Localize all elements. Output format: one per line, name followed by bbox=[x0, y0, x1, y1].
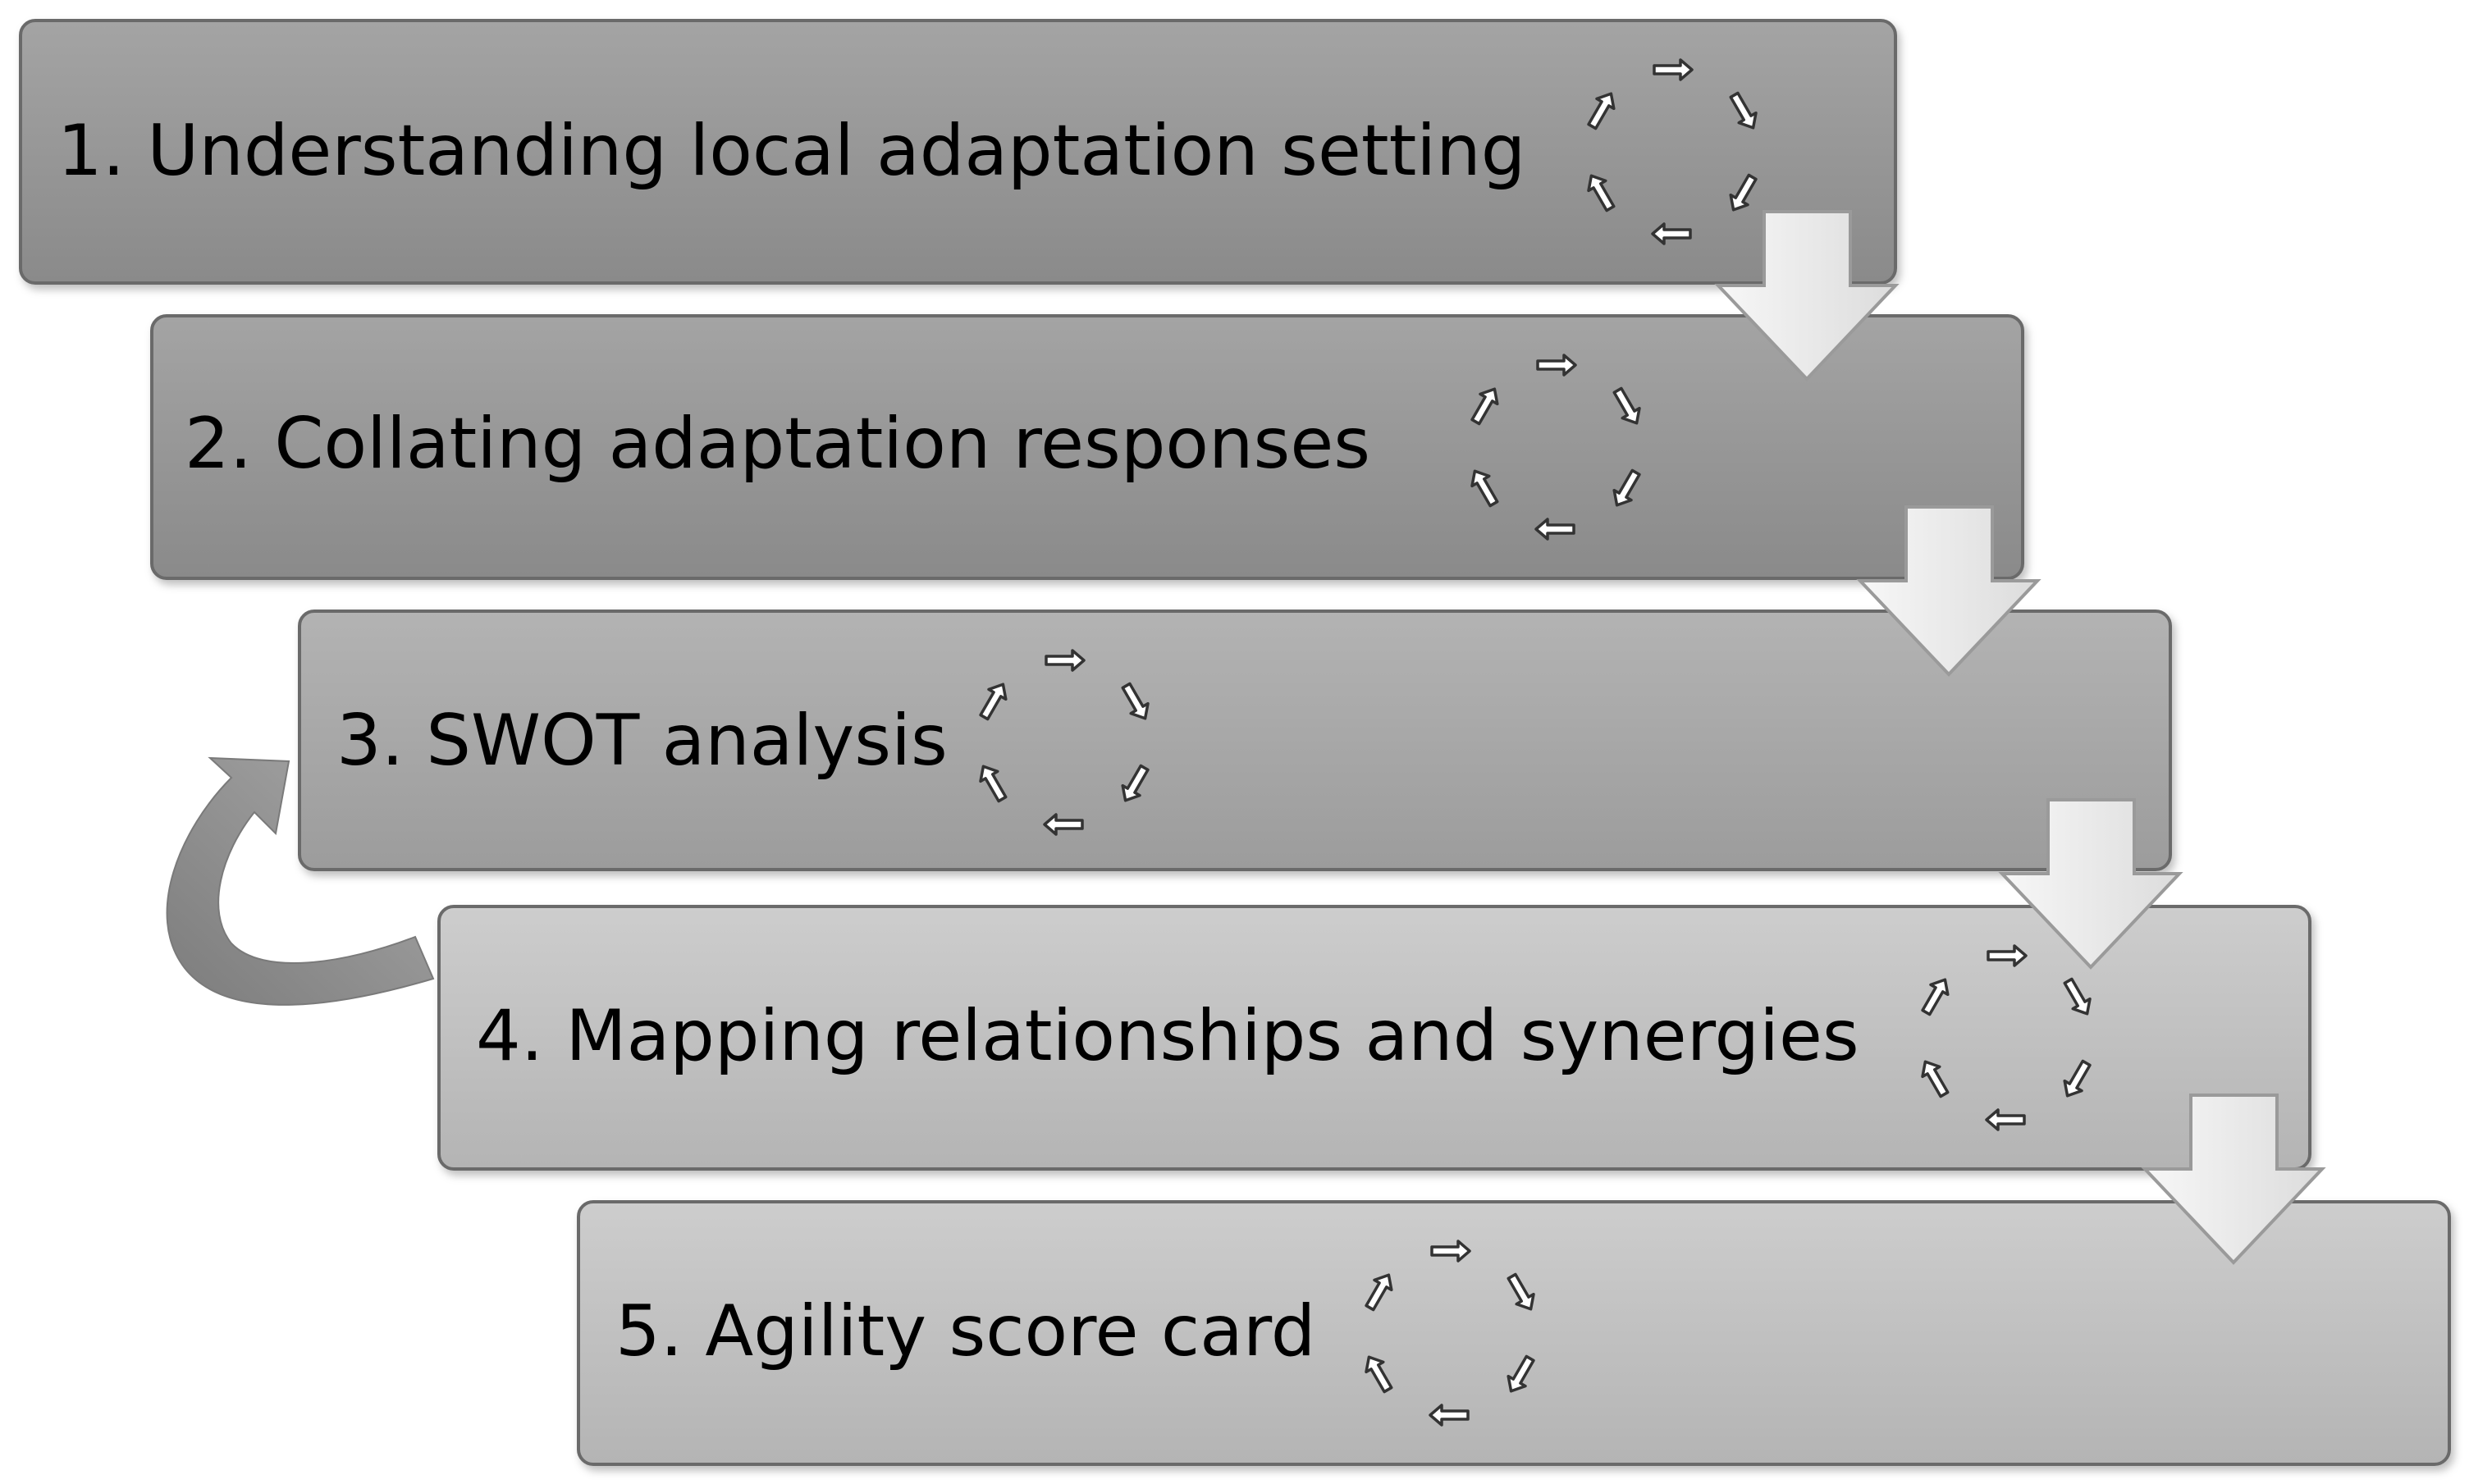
cycle-arrow-segment bbox=[1507, 1354, 1535, 1393]
step-label-2: 2. Collating adaptation responses bbox=[185, 403, 1370, 485]
cycle-arrow-segment bbox=[1045, 649, 1086, 672]
cycle-arrow-segment bbox=[1121, 682, 1150, 720]
cycle-arrow-segment bbox=[1429, 1404, 1470, 1427]
step-label-3: 3. SWOT analysis bbox=[336, 700, 948, 782]
cycle-arrow-segment bbox=[1612, 386, 1641, 425]
cycle-arrows-icon bbox=[1921, 944, 2092, 1131]
cycle-arrow-segment bbox=[1653, 58, 1694, 81]
down-arrow-icon bbox=[1714, 210, 1900, 381]
cycle-arrow-segment bbox=[1121, 764, 1150, 802]
cycle-arrow-segment bbox=[1470, 469, 1499, 508]
down-arrow-icon bbox=[1856, 505, 2041, 677]
cycle-arrows-icon bbox=[1470, 354, 1641, 541]
cycle-arrow-segment bbox=[1534, 518, 1575, 541]
step-label-4: 4. Mapping relationships and synergies bbox=[476, 995, 1859, 1077]
cycle-arrow-segment bbox=[979, 765, 1008, 803]
cycle-arrow-segment bbox=[1729, 173, 1758, 212]
cycle-arrow-segment bbox=[1365, 1273, 1393, 1312]
step-box-2: 2. Collating adaptation responses bbox=[150, 314, 2024, 580]
cycle-arrows-icon bbox=[1365, 1240, 1535, 1427]
cycle-arrow-segment bbox=[1470, 387, 1499, 426]
cycle-arrow-segment bbox=[1651, 222, 1692, 245]
step-box-3: 3. SWOT analysis bbox=[298, 610, 2172, 871]
cycle-arrow-segment bbox=[979, 683, 1008, 721]
cycle-arrow-segment bbox=[1612, 468, 1641, 507]
cycle-arrows-icon bbox=[979, 649, 1150, 836]
cycle-arrow-segment bbox=[1987, 944, 2028, 967]
cycle-arrow-segment bbox=[1365, 1355, 1393, 1394]
cycle-arrow-segment bbox=[1043, 813, 1084, 836]
step-box-1: 1. Understanding local adaptation settin… bbox=[19, 19, 1897, 285]
step-label-1: 1. Understanding local adaptation settin… bbox=[57, 110, 1525, 192]
down-arrow-icon bbox=[1998, 798, 2183, 970]
cycle-arrow-segment bbox=[1587, 174, 1616, 212]
down-arrow-icon bbox=[2141, 1094, 2326, 1265]
cycle-arrow-segment bbox=[1921, 978, 1950, 1016]
step-label-5: 5. Agility score card bbox=[615, 1290, 1315, 1372]
cycle-arrow-segment bbox=[1587, 92, 1616, 130]
step-box-4: 4. Mapping relationships and synergies bbox=[437, 905, 2311, 1171]
cycle-arrow-segment bbox=[1729, 91, 1758, 130]
curved-arrow-icon bbox=[166, 756, 435, 1006]
cycle-arrows-icon bbox=[1587, 58, 1758, 245]
cycle-arrow-segment bbox=[2063, 1059, 2092, 1098]
step-box-5: 5. Agility score card bbox=[577, 1200, 2451, 1466]
cycle-arrow-segment bbox=[1536, 354, 1577, 377]
cycle-arrow-segment bbox=[1985, 1108, 2026, 1131]
cycle-arrow-segment bbox=[1921, 1060, 1950, 1098]
cycle-arrow-segment bbox=[1507, 1272, 1535, 1311]
cycle-arrow-segment bbox=[1430, 1240, 1471, 1263]
cycle-arrow-segment bbox=[2063, 977, 2092, 1016]
